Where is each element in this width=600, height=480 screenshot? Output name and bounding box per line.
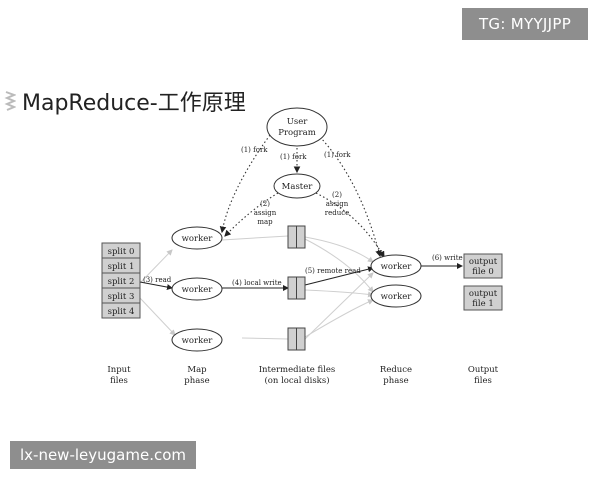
read-label: (3) read <box>143 276 172 284</box>
watermark-tag-bottom: lx-new-leyugame.com <box>10 441 196 469</box>
assign-map-line3: map <box>257 218 273 226</box>
worker-label: worker <box>182 285 214 295</box>
output-files-line2: files <box>474 376 492 386</box>
map-worker-1: worker <box>171 226 223 250</box>
gray-connection-lines <box>139 235 374 340</box>
input-files-line1: Input <box>107 365 131 375</box>
phase-labels: Input files Map phase Intermediate files… <box>107 365 498 386</box>
worker-label: worker <box>182 234 214 244</box>
local-write-label: (4) local write <box>232 279 282 287</box>
split-label: split 3 <box>108 292 135 302</box>
slide-title: MapReduce-工作原理 <box>4 85 246 117</box>
assign-reduce-line3: reduce <box>325 209 350 217</box>
master-label: Master <box>282 182 314 192</box>
output-label-line1: output <box>469 257 498 267</box>
input-files-line2: files <box>110 376 128 386</box>
fork-right-label: (1) fork <box>324 151 351 159</box>
dotted-control-arrows <box>219 134 385 258</box>
output-files-line1: Output <box>468 365 499 375</box>
solid-data-arrows <box>139 263 463 291</box>
intermediate-file-2 <box>287 276 306 300</box>
reduce-phase-line1: Reduce <box>380 365 412 375</box>
master-node: Master <box>273 173 321 199</box>
assign-map-line1: (2) <box>260 200 270 208</box>
map-worker-2: worker <box>171 277 223 301</box>
split-label: split 0 <box>108 247 135 257</box>
fork-left-label: (1) fork <box>241 146 268 154</box>
intermediate-file-3 <box>287 327 306 351</box>
output-file-1: output file 1 <box>463 285 503 311</box>
worker-label: worker <box>381 292 413 302</box>
output-file-0: output file 0 <box>463 253 503 279</box>
reduce-phase-line2: phase <box>383 376 408 386</box>
map-phase-line1: Map <box>187 365 207 375</box>
map-phase-line2: phase <box>184 376 209 386</box>
output-label-line2: file 1 <box>472 299 494 309</box>
intermediate-files-line2: (on local disks) <box>264 375 329 386</box>
watermark-tag-top: TG: MYYJJPP <box>462 8 588 40</box>
user-program-line1: User <box>287 117 309 127</box>
write-label: (6) write <box>432 254 463 262</box>
intermediate-files-line1: Intermediate files <box>259 365 336 375</box>
assign-reduce-line2: assign <box>326 200 349 208</box>
edge-labels: (1) fork (1) fork (1) fork (2) assign ma… <box>143 146 463 287</box>
input-splits: split 0 split 1 split 2 split 3 split 4 <box>101 242 141 319</box>
user-program-line2: Program <box>278 128 316 138</box>
map-worker-3: worker <box>171 328 223 352</box>
worker-label: worker <box>182 336 214 346</box>
remote-read-label: (5) remote read <box>305 267 361 275</box>
split-label: split 4 <box>108 307 135 317</box>
split-label: split 1 <box>108 262 135 272</box>
assign-map-line2: assign <box>254 209 277 217</box>
intermediate-file-1 <box>287 225 306 249</box>
output-label-line2: file 0 <box>472 267 494 277</box>
fork-mid-label: (1) fork <box>280 153 307 161</box>
worker-label: worker <box>381 262 413 272</box>
output-label-line1: output <box>469 289 498 299</box>
assign-reduce-line1: (2) <box>332 191 342 199</box>
reduce-worker-1: worker <box>370 254 422 278</box>
split-label: split 2 <box>108 277 135 287</box>
reduce-worker-2: worker <box>370 284 422 308</box>
user-program-node: User Program <box>266 107 328 147</box>
logo-icon <box>4 91 16 111</box>
title-text: MapReduce-工作原理 <box>22 91 246 116</box>
